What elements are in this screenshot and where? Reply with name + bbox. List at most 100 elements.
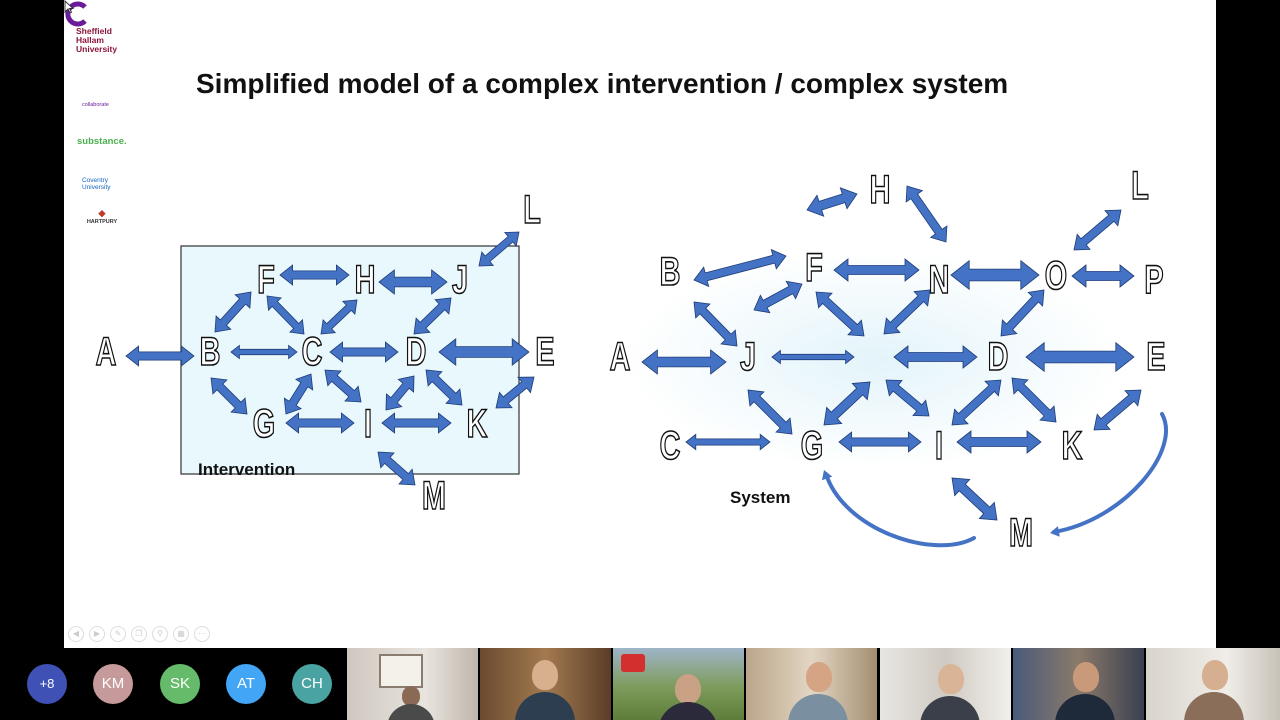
intervention-link-arrow	[230, 344, 298, 360]
system-link-arrow	[951, 379, 1002, 426]
pen-icon[interactable]: ✎	[110, 626, 126, 642]
mouse-cursor-icon	[64, 0, 74, 14]
system-link-arrow	[641, 349, 727, 375]
system-node-o: O	[1045, 254, 1067, 299]
video-tile-6[interactable]	[1013, 648, 1144, 720]
participant-avatar-at[interactable]: AT	[226, 664, 266, 704]
intervention-link-arrow	[214, 291, 252, 333]
system-background	[624, 250, 1124, 470]
shared-slide: Sheffield Hallam University collaborate …	[64, 0, 1216, 648]
video-tile-4[interactable]	[746, 648, 877, 720]
intervention-node-l: L	[523, 188, 541, 233]
intervention-link-arrow	[495, 376, 535, 409]
copy-icon[interactable]: ❐	[131, 626, 147, 642]
intervention-link-arrow	[279, 264, 350, 286]
system-node-j: J	[740, 335, 756, 380]
more-icon[interactable]: ⋯	[194, 626, 210, 642]
intervention-node-b: B	[200, 330, 221, 375]
zoom-icon[interactable]: ⚲	[152, 626, 168, 642]
system-node-c: C	[660, 424, 681, 469]
previous-icon[interactable]: ◀	[68, 626, 84, 642]
system-link-arrow	[1093, 389, 1142, 431]
intervention-link-arrow	[377, 451, 416, 486]
sheffield-hallam-logo: Sheffield Hallam University	[76, 26, 118, 54]
intervention-box	[180, 245, 520, 475]
system-link-arrow	[885, 379, 930, 417]
intervention-node-j: J	[452, 258, 468, 303]
intervention-node-m: M	[422, 474, 446, 519]
system-link-arrow	[893, 345, 978, 369]
intervention-node-d: D	[406, 330, 427, 375]
system-node-e: E	[1146, 335, 1165, 380]
intervention-link-arrow	[413, 297, 452, 335]
system-node-b: B	[660, 250, 681, 295]
system-node-d: D	[988, 335, 1009, 380]
intervention-link-arrow	[385, 375, 415, 411]
system-link-arrow	[883, 289, 931, 335]
system-link-arrow	[905, 185, 948, 243]
intervention-link-arrow	[266, 295, 305, 335]
feedback-arrowhead-g	[822, 470, 833, 481]
intervention-link-arrow	[285, 412, 355, 434]
system-node-m: M	[1009, 511, 1033, 556]
participant-avatar-km[interactable]: KM	[93, 664, 133, 704]
grid-icon[interactable]: ▦	[173, 626, 189, 642]
video-tile-5[interactable]	[880, 648, 1011, 720]
video-tile-1[interactable]	[347, 648, 478, 720]
intervention-link-arrow	[210, 377, 248, 415]
intervention-node-f: F	[257, 258, 275, 303]
system-link-arrow	[1025, 341, 1135, 373]
system-link-arrow	[1000, 289, 1045, 337]
system-link-arrow	[747, 389, 793, 435]
intervention-label: Intervention	[198, 460, 295, 479]
system-link-arrow	[1073, 209, 1122, 251]
intervention-link-arrow	[381, 412, 452, 434]
system-node-p: P	[1144, 258, 1163, 303]
participant-avatar-ch[interactable]: CH	[292, 664, 332, 704]
intervention-node-a: A	[96, 330, 117, 375]
intervention-node-e: E	[535, 330, 554, 375]
participant-avatar-sk[interactable]: SK	[160, 664, 200, 704]
system-link-arrow	[1071, 264, 1135, 288]
intervention-link-arrow	[478, 231, 520, 267]
system-node-h: H	[870, 168, 891, 213]
intervention-link-arrow	[320, 299, 358, 335]
system-link-arrow	[693, 301, 738, 347]
system-link-arrow	[838, 431, 922, 453]
video-tile-2[interactable]	[480, 648, 611, 720]
system-node-a: A	[610, 335, 631, 380]
system-link-arrow	[951, 477, 998, 521]
system-node-l: L	[1131, 164, 1149, 209]
intervention-node-i: I	[364, 402, 372, 447]
intervention-node-g: G	[253, 402, 275, 447]
slide-toolbar: ◀ ▶ ✎ ❐ ⚲ ▦ ⋯	[68, 626, 210, 642]
feedback-arrowhead-m	[1050, 526, 1060, 537]
video-tile-3[interactable]	[613, 648, 744, 720]
system-node-k: K	[1062, 424, 1083, 469]
system-link-arrow	[1011, 377, 1057, 423]
system-label: System	[730, 488, 790, 507]
intervention-link-arrow	[329, 341, 399, 363]
system-link-arrow	[950, 259, 1040, 291]
coventry-university-logo: Coventry University	[82, 177, 111, 191]
feedback-curve-k-to-m	[1052, 412, 1168, 534]
feedback-curve-m-to-g	[824, 472, 976, 548]
system-link-arrow	[806, 187, 858, 217]
substance-logo: substance.	[77, 136, 127, 147]
system-link-arrow	[753, 280, 803, 314]
next-icon[interactable]: ▶	[89, 626, 105, 642]
system-link-arrow	[771, 349, 855, 365]
intervention-node-h: H	[355, 258, 376, 303]
system-link-arrow	[956, 430, 1042, 454]
video-tile-7[interactable]	[1146, 648, 1280, 720]
intervention-link-arrow	[283, 373, 314, 415]
slide-title: Simplified model of a complex interventi…	[196, 68, 1009, 99]
system-link-arrow	[823, 381, 871, 426]
system-node-i: I	[935, 424, 943, 469]
more-participants-button[interactable]: +8	[27, 664, 67, 704]
system-node-g: G	[801, 424, 823, 469]
intervention-node-k: K	[467, 402, 488, 447]
intervention-link-arrow	[378, 269, 448, 295]
intervention-link-arrow	[324, 369, 362, 403]
